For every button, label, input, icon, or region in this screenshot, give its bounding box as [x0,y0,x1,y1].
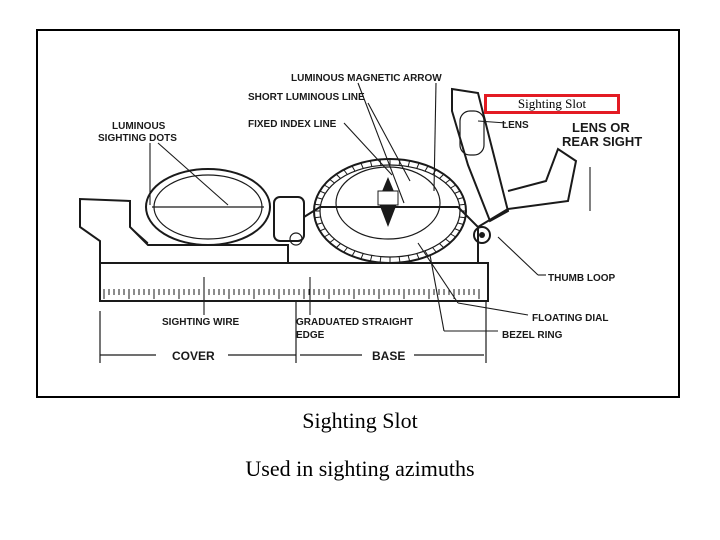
label-lens: LENS [502,120,529,131]
label-base: BASE [372,349,405,363]
label-floating-dial: FLOATING DIAL [532,313,608,324]
label-lens-or-rear-sight-2: REAR SIGHT [562,134,642,149]
floating-dial [335,166,441,240]
compass-diagram: LUMINOUS MAGNETIC ARROW SHORT LUMINOUS L… [36,29,680,398]
leader-lines [149,82,591,332]
label-luminous-sighting-dots-2: SIGHTING DOTS [98,133,177,144]
label-fixed-index-line: FIXED INDEX LINE [248,119,337,130]
label-graduated-straight-edge-2: EDGE [296,330,325,341]
label-graduated-straight-edge-1: GRADUATED STRAIGHT [296,317,413,328]
label-lens-or-rear-sight-1: LENS OR [572,120,630,135]
label-luminous-magnetic-arrow: LUMINOUS MAGNETIC ARROW [291,73,442,84]
compass-body [79,87,578,302]
caption-title: Sighting Slot [302,408,418,433]
thumb-loop [477,147,578,228]
sighting-slot-highlight: Sighting Slot [484,94,620,114]
cover-window [145,168,271,246]
label-sighting-wire: SIGHTING WIRE [162,317,240,328]
rear-sight-housing [451,87,510,223]
bezel-teeth [314,159,466,263]
label-luminous-sighting-dots-1: LUMINOUS [112,121,166,132]
graduated-scale-ticks [103,289,480,299]
highlight-label: Sighting Slot [517,96,587,111]
label-thumb-loop: THUMB LOOP [548,273,616,284]
lensatic-compass-illustration: LUMINOUS MAGNETIC ARROW SHORT LUMINOUS L… [79,73,642,363]
caption-subtitle: Used in sighting azimuths [245,456,475,481]
dimension-brackets [99,301,487,363]
hinge [273,196,305,242]
label-cover: COVER [172,349,215,363]
label-bezel-ring: BEZEL RING [502,330,563,341]
label-short-luminous-line: SHORT LUMINOUS LINE [248,92,365,103]
lens-window [459,110,485,156]
